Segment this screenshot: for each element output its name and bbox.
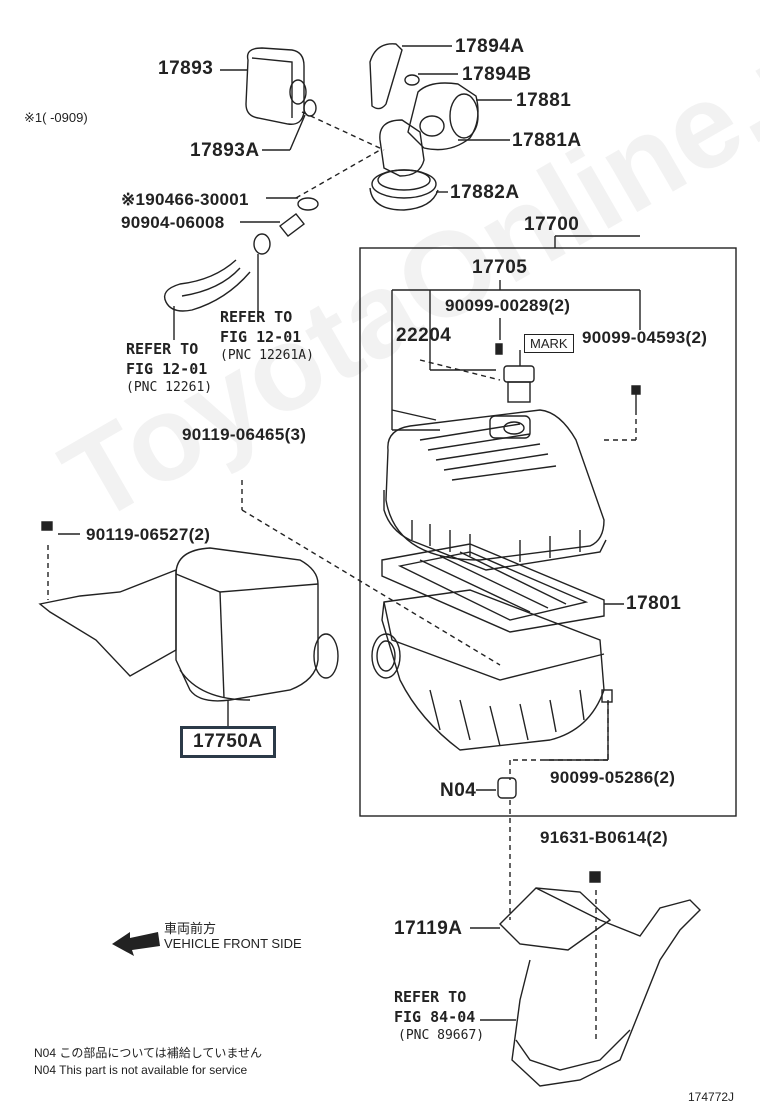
vehicle-front-arrow bbox=[112, 932, 160, 956]
n04-note-jp: N04 この部品については補給していません bbox=[34, 1046, 263, 1060]
part-label-17705: 17705 bbox=[472, 257, 528, 278]
range-note: ※1( -0909) bbox=[24, 110, 88, 125]
part-label-17700: 17700 bbox=[524, 214, 580, 235]
air-filter-17801 bbox=[381, 543, 605, 633]
resonator-17893 bbox=[245, 47, 317, 125]
part-label-190466: ※190466-30001 bbox=[121, 190, 249, 209]
part-label-17881: 17881 bbox=[516, 90, 572, 111]
ref3-line3: (PNC 89667) bbox=[398, 1028, 485, 1043]
part-label-17801: 17801 bbox=[626, 593, 682, 614]
air-cleaner-cap bbox=[383, 409, 607, 571]
front-label-en: VEHICLE FRONT SIDE bbox=[164, 936, 302, 951]
ref2-line1: REFER TO bbox=[126, 340, 199, 358]
front-label-jp: 車両前方 bbox=[164, 921, 217, 936]
assembly-box bbox=[359, 247, 737, 817]
part-label-90904: 90904-06008 bbox=[121, 213, 225, 232]
ref2-line3: (PNC 12261) bbox=[126, 380, 213, 395]
part-label-N04: N04 bbox=[440, 780, 477, 801]
part-label-90099-05286: 90099-05286(2) bbox=[550, 768, 676, 787]
part-label-17750A: 17750A bbox=[180, 726, 276, 758]
ref1-line2: FIG 12-01 bbox=[220, 328, 302, 346]
part-label-17881A: 17881A bbox=[512, 130, 582, 151]
part-label-90099-04593: 90099-04593(2) bbox=[582, 328, 708, 347]
part-label-17882A: 17882A bbox=[450, 182, 520, 203]
airflow-meter-22204 bbox=[503, 350, 535, 403]
part-label-17893A: 17893A bbox=[190, 140, 260, 161]
part-label-91631: 91631-B0614(2) bbox=[540, 828, 669, 847]
ref3-line2: FIG 84-04 bbox=[394, 1008, 476, 1026]
ref2-line2: FIG 12-01 bbox=[126, 360, 208, 378]
part-label-22204: 22204 bbox=[396, 325, 452, 346]
air-duct-17750A bbox=[38, 547, 339, 702]
ref1-line1: REFER TO bbox=[220, 308, 293, 326]
air-cleaner-case bbox=[371, 589, 605, 751]
n04-note-en: N04 This part is not available for servi… bbox=[34, 1063, 248, 1077]
part-label-90099-00289: 90099-00289(2) bbox=[445, 296, 571, 315]
part-label-17894B: 17894B bbox=[462, 64, 532, 85]
ref3-line1: REFER TO bbox=[394, 988, 467, 1006]
part-label-90119-06465: 90119-06465(3) bbox=[182, 425, 307, 444]
ref1-line3: (PNC 12261A) bbox=[220, 348, 314, 363]
mark-label: MARK bbox=[524, 334, 574, 353]
part-label-17893: 17893 bbox=[158, 58, 214, 79]
part-label-17119A: 17119A bbox=[394, 918, 463, 939]
intake-hose-17881 bbox=[369, 43, 479, 211]
part-label-90119-06527: 90119-06527(2) bbox=[86, 525, 211, 544]
bracket-17119A bbox=[499, 887, 701, 1087]
part-label-17894A: 17894A bbox=[455, 36, 525, 57]
figure-id: 174772J bbox=[688, 1090, 735, 1104]
